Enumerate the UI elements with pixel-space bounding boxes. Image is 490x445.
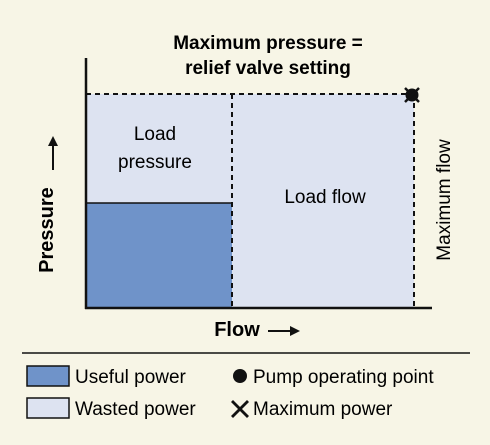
y-axis-label: Pressure xyxy=(36,187,58,273)
maximum-power-icon xyxy=(404,87,420,103)
wasted-power-swatch xyxy=(26,397,70,419)
x-axis-arrow-icon xyxy=(268,326,300,336)
useful-power-region xyxy=(86,203,232,308)
legend-pump-point-icon xyxy=(233,369,247,383)
useful-power-swatch xyxy=(26,365,70,387)
title-line-2: relief valve setting xyxy=(185,58,351,79)
load-pressure-label-line-1: Load xyxy=(134,124,176,145)
load-pressure-label-line-2: pressure xyxy=(118,152,192,173)
legend-maximum-power: Maximum power xyxy=(253,399,393,420)
legend-max-power-icon xyxy=(231,400,249,418)
x-axis-label: Flow xyxy=(214,319,260,341)
legend-wasted-power: Wasted power xyxy=(75,399,196,420)
title-line-1: Maximum pressure = xyxy=(173,33,363,54)
y-axis-arrow-icon xyxy=(48,136,58,170)
maximum-flow-label: Maximum flow xyxy=(434,139,455,261)
load-flow-label: Load flow xyxy=(284,187,366,208)
legend-pump-operating-point: Pump operating point xyxy=(253,367,434,388)
legend-useful-power: Useful power xyxy=(75,367,187,388)
